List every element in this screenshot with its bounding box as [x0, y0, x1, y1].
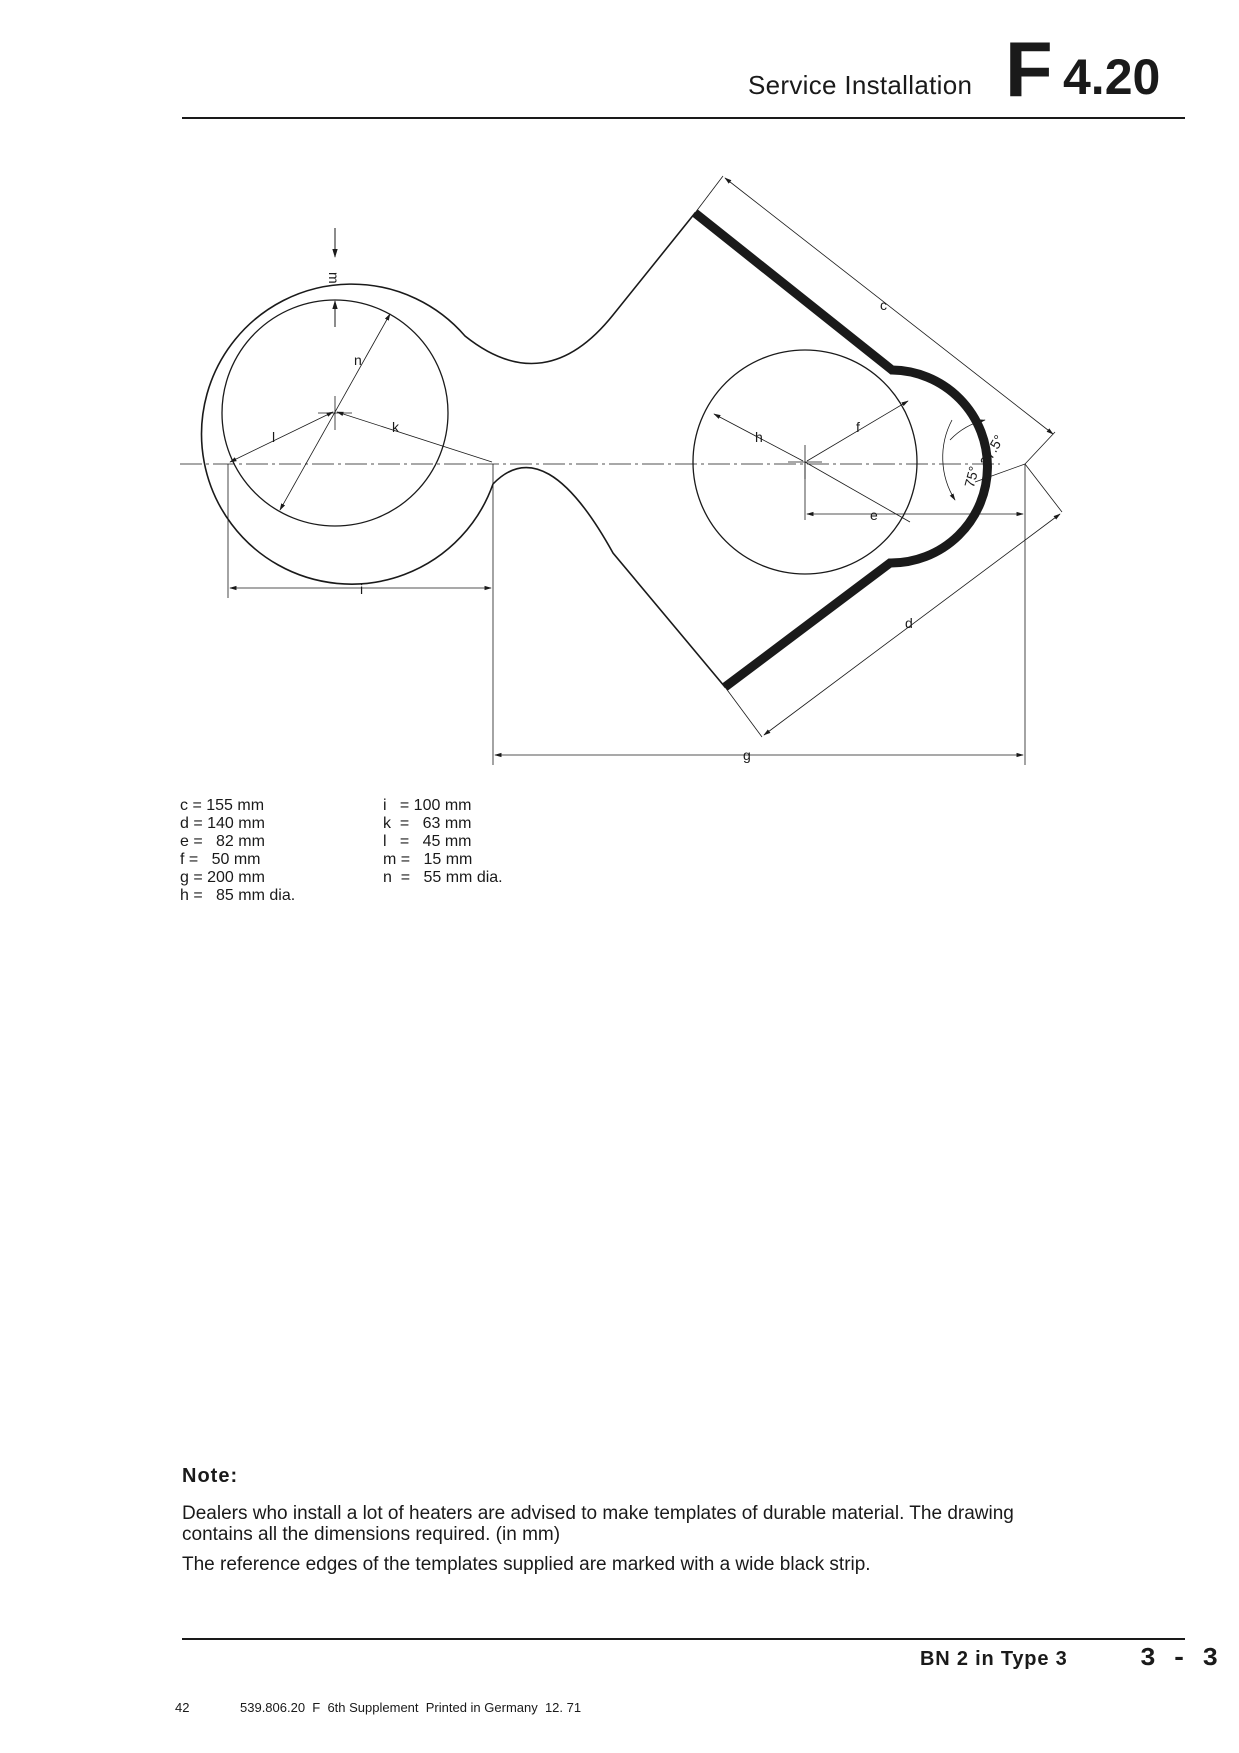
reference-edge-strip — [692, 209, 992, 691]
section-letter: F — [1005, 25, 1053, 113]
dim-k: k = 63 mm — [383, 815, 472, 832]
note-heading: Note: — [182, 1465, 239, 1487]
dim-l: l = 45 mm — [383, 833, 472, 850]
dim-g: g = 200 mm — [180, 869, 265, 886]
note-paragraph-1: Dealers who install a lot of heaters are… — [182, 1503, 1014, 1545]
label-i: i — [360, 581, 363, 597]
header-rule — [182, 117, 1185, 119]
dim-c: c = 155 mm — [180, 797, 265, 814]
label-k: k — [392, 419, 400, 435]
note-paragraph-2: The reference edges of the templates sup… — [182, 1554, 871, 1575]
label-m: m — [326, 272, 342, 284]
footer-rule — [182, 1638, 1185, 1640]
label-e: e — [870, 507, 878, 523]
footer-page-number: 3 - 3 — [1140, 1643, 1219, 1673]
dim-d: d = 140 mm — [180, 815, 265, 832]
dimensions-left: c = 155 mm d = 140 mm e = 82 mm f = 50 m… — [180, 797, 295, 905]
label-l: l — [272, 429, 275, 445]
template-drawing: m n l k i g c d e f h 75° 37.5° — [180, 175, 1063, 765]
dim-h: h = 85 mm dia. — [180, 887, 296, 904]
footer-model: BN 2 in Type 3 — [920, 1648, 1068, 1670]
label-d: d — [905, 615, 913, 631]
hole-left — [221, 299, 449, 527]
label-f: f — [856, 419, 860, 435]
label-h: h — [755, 429, 763, 445]
dim-f: f = 50 mm — [180, 851, 261, 868]
dim-i: i = 100 mm — [383, 797, 472, 814]
label-g: g — [743, 747, 751, 763]
template-outline — [200, 211, 989, 689]
section-code: 4.20 — [1063, 49, 1161, 105]
dim-e: e = 82 mm — [180, 833, 265, 850]
label-angle-75: 75° — [961, 465, 982, 490]
dimensions-right: i = 100 mm k = 63 mm l = 45 mm m = 15 mm… — [383, 797, 503, 887]
section-title: Service Installation — [748, 70, 973, 100]
dim-n: n = 55 mm dia. — [383, 869, 503, 886]
label-n: n — [354, 352, 362, 368]
footer-print-line: 539.806.20 F 6th Supplement Printed in G… — [240, 1700, 582, 1715]
label-c: c — [880, 297, 887, 313]
footer-sheet-number: 42 — [175, 1700, 190, 1715]
dim-m: m = 15 mm — [383, 851, 473, 868]
